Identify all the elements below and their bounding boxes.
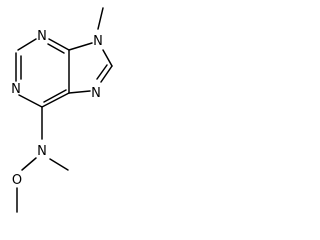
bond-n9-methyl	[97, 7, 104, 30]
bond-c6-n-top-double	[47, 43, 65, 54]
bond-c4-c5	[41, 92, 70, 108]
bond-n-amine-o	[21, 157, 37, 171]
atom-n-top: N	[37, 29, 47, 44]
atom-n-left: N	[11, 82, 21, 97]
chemical-structure: N N N N N O	[11, 7, 113, 213]
atom-n9: N	[93, 34, 103, 49]
bond-c8-n7	[100, 65, 113, 83]
bond-n7-c5	[68, 90, 91, 94]
atom-n-amine: N	[37, 144, 47, 159]
bonds	[15, 7, 113, 213]
bond-c8-n7-double	[96, 64, 108, 80]
bond-n-top-c2	[17, 38, 37, 51]
bond-c4-c5-double	[43, 89, 67, 103]
bond-c6-n-top	[48, 38, 70, 51]
bond-n-left-c4	[18, 94, 43, 108]
atom-labels: N N N N N O	[11, 29, 103, 188]
bond-n-amine-methyl	[49, 158, 69, 171]
atom-n7: N	[91, 86, 101, 101]
bond-c6-n9	[68, 42, 93, 51]
bond-n9-c8	[102, 49, 113, 67]
atom-o: O	[12, 173, 22, 188]
